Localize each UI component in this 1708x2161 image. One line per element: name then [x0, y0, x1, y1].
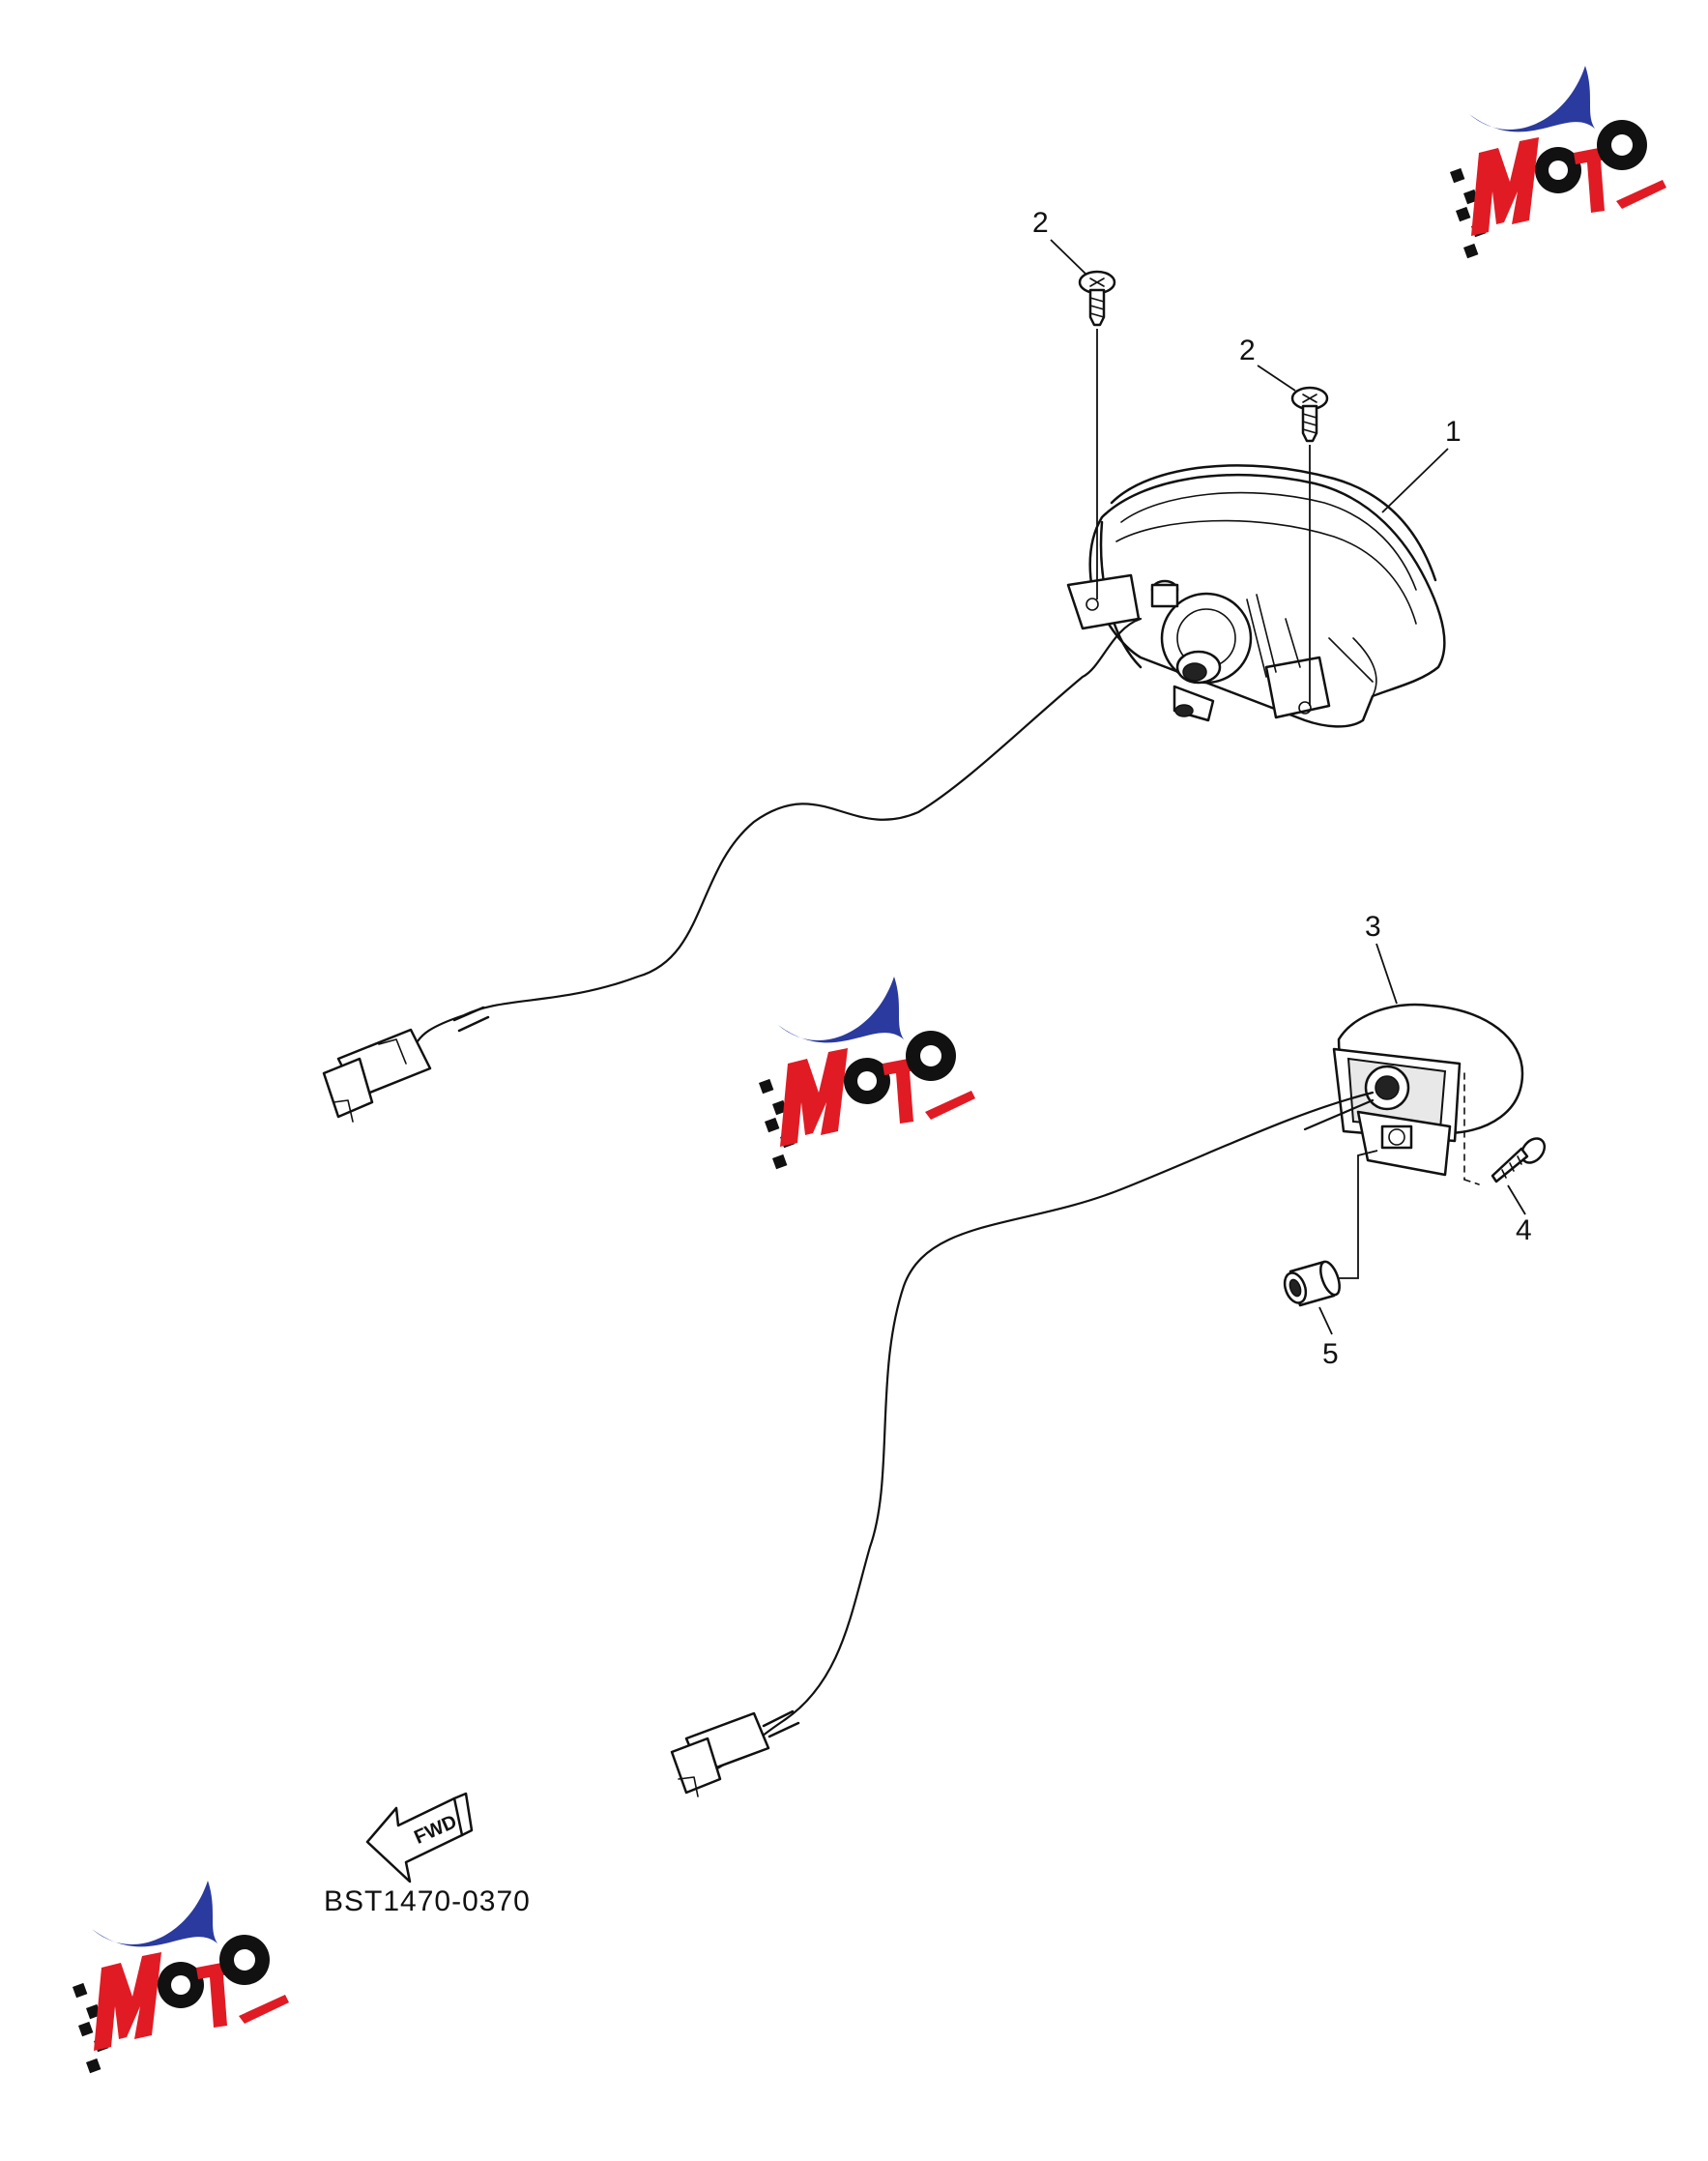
wire-harness-lower: [713, 1091, 1375, 1771]
callout-2-right: 2: [1239, 335, 1256, 366]
part-3-light-housing: [1332, 1003, 1524, 1185]
part-1-light-unit: [1066, 464, 1446, 728]
callout-1: 1: [1445, 416, 1462, 448]
drawing-code: BST1470-0370: [324, 1885, 531, 1917]
watermark-logo-center: [759, 977, 975, 1170]
watermark-logo-bottom-left: [72, 1881, 289, 2074]
fwd-arrow: FWD: [365, 1792, 474, 1884]
part-2-screw-left: [1078, 270, 1116, 327]
callout-3: 3: [1365, 911, 1381, 943]
connector-lower: [670, 1709, 800, 1797]
part-5-bulb: [1283, 1260, 1341, 1307]
wire-harness-upper: [404, 617, 1143, 1051]
callout-2-left: 2: [1032, 207, 1049, 239]
part-4-screw: [1491, 1137, 1547, 1183]
part-2-screw-right: [1290, 386, 1329, 443]
callout-4: 4: [1516, 1214, 1532, 1246]
connector-upper: [322, 1006, 490, 1123]
callout-5: 5: [1322, 1338, 1339, 1370]
watermark-logo-top-right: [1450, 66, 1666, 259]
